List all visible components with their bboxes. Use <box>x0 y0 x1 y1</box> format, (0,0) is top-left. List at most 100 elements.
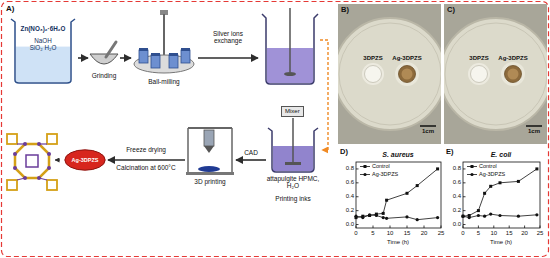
petri-photo <box>365 66 382 83</box>
petri-photo <box>468 63 490 85</box>
petri-photo <box>399 66 416 83</box>
ink-beaker <box>268 118 318 172</box>
beaker-outline <box>11 19 75 83</box>
tick-label: 20 <box>418 230 430 237</box>
printer-symbol <box>204 146 214 153</box>
scale-label: 1cm <box>524 128 544 135</box>
petri-photo <box>444 4 547 144</box>
petri-photo <box>339 23 441 125</box>
axis-tick <box>463 224 466 225</box>
tick-label: 0.2 <box>447 207 461 214</box>
line-chart <box>360 166 370 167</box>
tick-label: 0.8 <box>340 165 354 172</box>
data-marker <box>535 213 538 216</box>
petri-photo <box>526 125 542 127</box>
line-chart <box>363 173 366 176</box>
framework-structure <box>7 134 17 144</box>
ball-mill-symbol <box>139 50 148 63</box>
sample-label: Ag-3DPZS <box>388 55 426 62</box>
line-chart <box>356 169 438 218</box>
ball-mill-symbol <box>169 55 178 68</box>
data-marker <box>462 215 465 218</box>
node-text: NaOH SiO₂ H₂O <box>28 37 58 51</box>
petri-photo <box>508 69 519 80</box>
data-marker <box>468 216 471 219</box>
data-marker <box>477 214 480 217</box>
exchange-beaker <box>289 8 291 72</box>
axis-tick <box>463 196 466 197</box>
tick-label: 0.0 <box>340 221 354 228</box>
axis-tick <box>463 168 466 169</box>
panel-letter: C) <box>447 6 455 15</box>
node-text: Ag-3DPZS <box>72 157 99 163</box>
line-chart <box>467 166 477 167</box>
axis-tick <box>356 196 359 197</box>
tick-label: 0.8 <box>447 165 461 172</box>
framework-structure <box>23 142 27 146</box>
chart-title: E. coli <box>471 151 531 159</box>
petri-photo <box>362 63 384 85</box>
tick-label: 0.4 <box>447 193 461 200</box>
data-marker <box>406 192 409 195</box>
ball-mill-symbol <box>151 55 160 68</box>
framework-structure <box>47 134 57 144</box>
sample-label: 3DPZS <box>464 55 494 62</box>
process-arrow <box>108 159 185 161</box>
line-chart <box>356 162 441 228</box>
legend-text: Ag-3DPZS <box>372 171 398 177</box>
ball-mill-symbol <box>134 10 194 73</box>
line-chart <box>470 173 473 176</box>
tick-label: 0.6 <box>447 179 461 186</box>
legend-text: Ag-3DPZS <box>479 171 505 177</box>
legend-text: Control <box>479 163 497 169</box>
process-arrow <box>236 159 266 161</box>
printer-symbol <box>198 166 220 172</box>
axis-tick <box>356 224 359 225</box>
axis-tick <box>524 226 525 229</box>
petri-photo <box>501 62 525 86</box>
node-text: Mixer <box>285 108 300 115</box>
label-text: Ball-milling <box>134 78 194 85</box>
tick-label: 0.0 <box>447 221 461 228</box>
ball-mill-symbol <box>151 53 160 56</box>
sample-label: 3DPZS <box>358 55 388 62</box>
node-text: Zn(NO₃)₂·6H₂O <box>21 25 66 32</box>
sample-disc: Ag-3DPZS <box>64 149 106 171</box>
axis-tick <box>493 226 494 229</box>
printer-symbol <box>204 130 214 146</box>
axis-tick <box>540 226 541 229</box>
petri-photo <box>444 18 547 130</box>
framework-structure <box>37 142 41 146</box>
tick-label: 25 <box>534 230 546 237</box>
tick-label: 15 <box>503 230 515 237</box>
axis-title: Time (h) <box>481 239 521 246</box>
mortar-symbol <box>90 54 118 64</box>
data-marker <box>354 215 357 218</box>
tick-label: 0.6 <box>340 179 354 186</box>
data-marker <box>461 215 464 218</box>
label-text: attapulgite HPMC, H₂O <box>261 175 325 190</box>
data-marker <box>361 216 364 219</box>
tick-label: 5 <box>472 230 484 237</box>
axis-tick <box>424 226 425 229</box>
tick-label: 25 <box>435 230 447 237</box>
petri-photo <box>471 66 488 83</box>
axis-title: Time (h) <box>378 239 418 246</box>
printer-symbol <box>231 128 233 174</box>
data-marker <box>489 185 492 188</box>
data-marker <box>368 214 371 217</box>
printer-symbol <box>187 128 189 174</box>
line-chart <box>461 162 540 228</box>
line-chart <box>364 165 367 168</box>
exchange-beaker <box>262 8 318 84</box>
panel-letter: A) <box>6 4 14 13</box>
label-text: Calcination at 600°C <box>109 164 183 171</box>
petri-photo <box>338 18 441 130</box>
framework-structure <box>47 166 51 170</box>
axis-tick <box>407 226 408 229</box>
data-marker <box>483 192 486 195</box>
axis-tick <box>390 226 391 229</box>
ink-beaker <box>292 118 294 164</box>
data-marker <box>382 212 385 215</box>
